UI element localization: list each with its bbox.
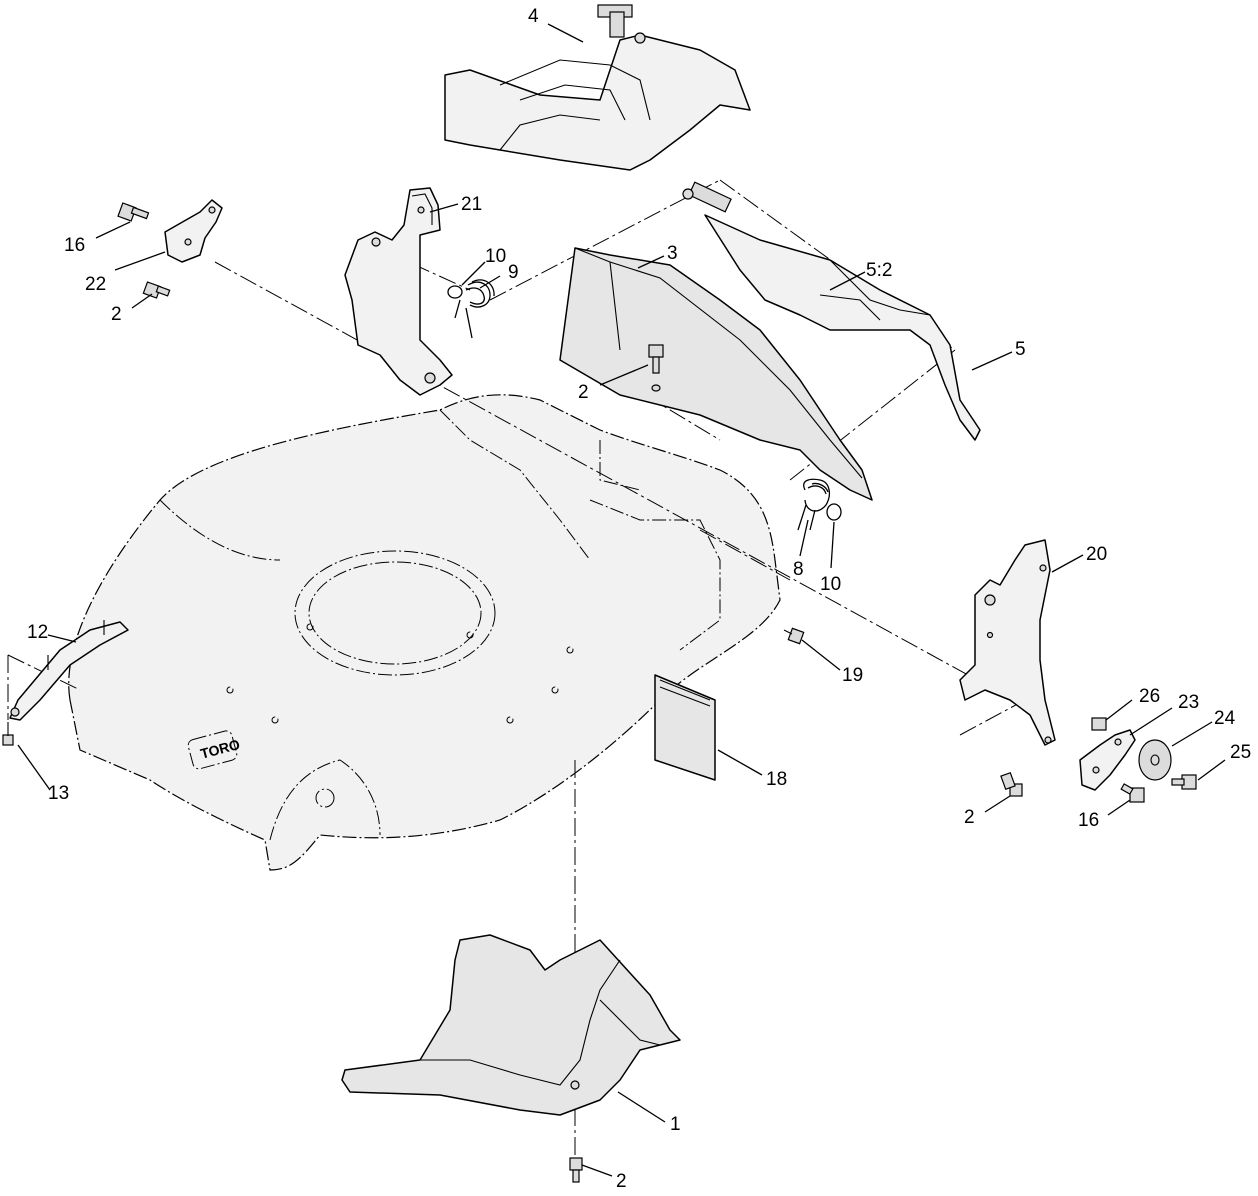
right-wheel-plate [1079,729,1136,791]
bolt-16-left [117,202,150,222]
rear-guard-top [444,4,751,171]
callout-4: 4 [528,6,539,27]
left-spring [447,279,495,339]
callout-5: 5 [1015,339,1026,360]
rear-flap [559,247,873,501]
callout-16-right: 16 [1078,810,1099,831]
callout-8: 8 [793,559,804,580]
bolt-2-left [142,281,171,299]
callout-2-bottom: 2 [616,1171,627,1192]
callout-16-left: 16 [64,235,85,256]
callout-10-right: 10 [820,574,841,595]
callout-19: 19 [842,665,863,686]
callout-18: 18 [766,769,787,790]
mower-deck-phantom: TORO [68,394,781,871]
callout-12: 12 [27,622,48,643]
callout-25: 25 [1230,742,1251,763]
callout-5-2: 5:2 [866,260,892,281]
nut-26 [1091,717,1107,731]
screw-13 [2,722,14,746]
wheel-washer [1138,739,1172,781]
callout-22: 22 [85,274,106,295]
left-bracket [344,187,453,396]
rear-door [682,181,981,441]
bolt-25 [1171,774,1197,790]
callout-23: 23 [1178,692,1199,713]
callout-26: 26 [1139,686,1160,707]
bolt-2-center [648,344,664,392]
bolt-2-right [1000,771,1023,797]
screw-19 [783,627,805,645]
left-plate [164,199,223,263]
callout-24: 24 [1214,708,1236,729]
callout-20: 20 [1086,544,1107,565]
callout-2-center: 2 [578,382,589,403]
callout-labels: 4 21 16 22 2 10 9 3 5:2 5 2 8 10 20 12 1… [27,6,1251,1192]
bolt-16-right [1120,783,1145,803]
callout-2-right: 2 [964,807,975,828]
right-bracket [959,539,1056,746]
callout-3: 3 [667,243,678,264]
bottom-baffle [341,934,681,1116]
bolt-2-bottom [569,1157,583,1183]
callout-1: 1 [670,1114,681,1135]
callout-21: 21 [461,194,482,215]
callout-10-left: 10 [485,246,506,267]
right-spring [797,478,842,531]
callout-2-left: 2 [111,304,122,325]
callout-9: 9 [508,262,519,283]
left-skid [9,620,129,721]
callout-leaders [17,23,1226,1177]
callout-13: 13 [48,783,69,804]
deflector-flap-18 [654,674,716,781]
